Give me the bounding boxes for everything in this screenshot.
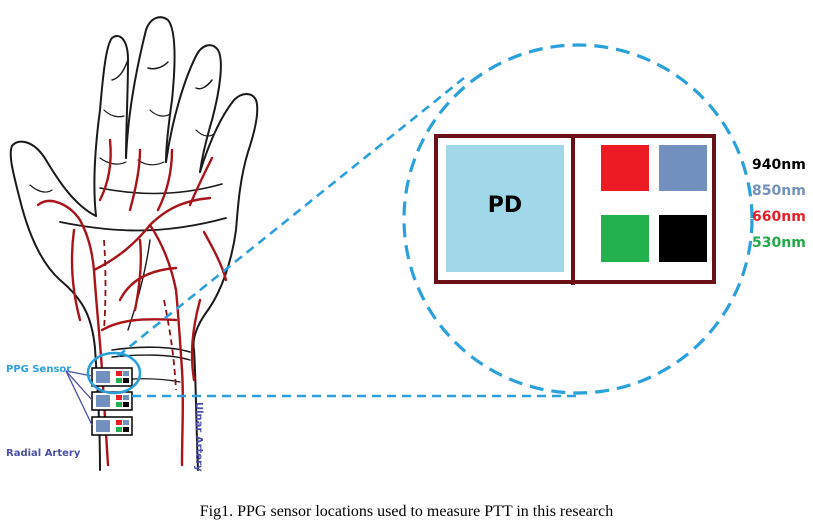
radial-artery-label: Radial Artery xyxy=(6,448,81,459)
sensor-chip xyxy=(91,416,133,436)
photodiode-block xyxy=(446,145,564,272)
wavelength-940: 940nm xyxy=(752,157,806,173)
ulnar-artery-label: Ulnar Artery xyxy=(193,402,204,472)
led-blue xyxy=(659,145,707,191)
artery-network xyxy=(36,138,228,467)
led-green xyxy=(601,215,649,262)
figure-caption: Fig1. PPG sensor locations used to measu… xyxy=(199,503,614,520)
magnified-sensor-module xyxy=(434,134,716,285)
artery-dashed-segments xyxy=(103,239,177,391)
wavelength-660: 660nm xyxy=(752,209,806,225)
ppg-sensor-label: PPG Sensor xyxy=(6,364,72,375)
led-red xyxy=(601,145,649,191)
sensor-chip xyxy=(91,391,133,411)
wavelength-850: 850nm xyxy=(752,183,806,199)
magnifier-small-circle xyxy=(86,351,142,395)
wavelength-530: 530nm xyxy=(752,235,806,251)
photodiode-label: PD xyxy=(487,193,523,218)
led-black xyxy=(659,215,707,262)
sensor-chip xyxy=(91,367,133,387)
